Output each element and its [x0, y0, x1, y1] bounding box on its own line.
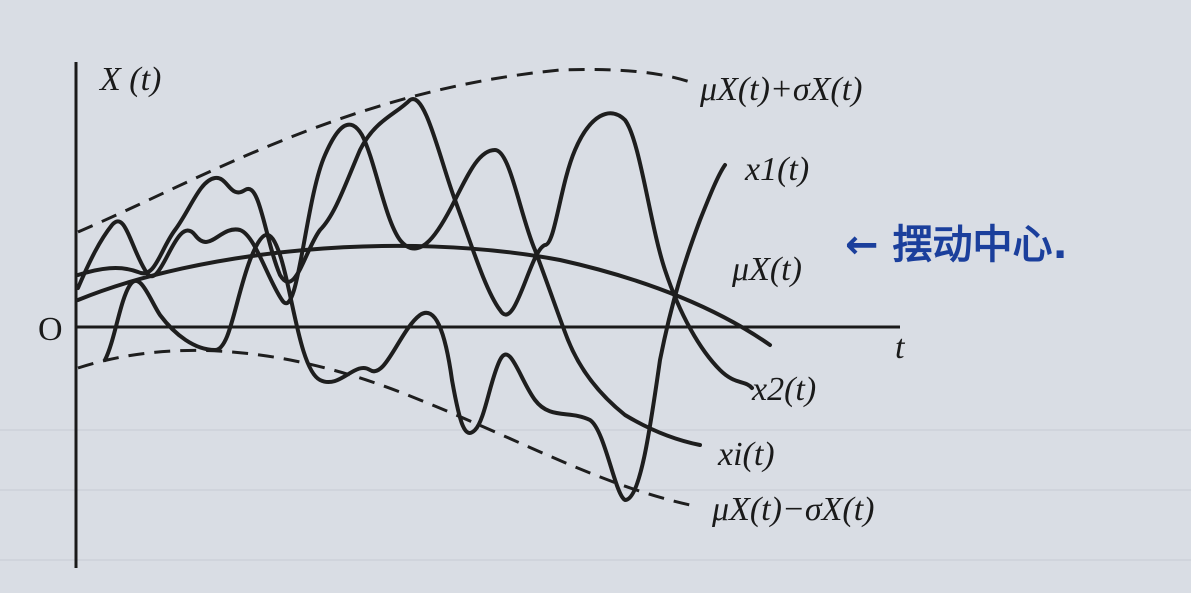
origin-label: O — [38, 311, 63, 348]
lower-bound-curve — [77, 348, 691, 507]
y-axis-label: X (t) — [98, 61, 161, 98]
xi-label: xi(t) — [717, 436, 775, 473]
x2-label: x2(t) — [751, 371, 816, 408]
upper-bound-curve — [77, 68, 691, 234]
sample-path-xi — [103, 163, 727, 502]
sample-path-x2 — [76, 97, 754, 390]
sample-path-x1 — [76, 122, 702, 447]
handwritten-note: ← 摆动中心. — [845, 222, 1068, 268]
mean-curve — [76, 243, 772, 347]
x-axis-label: t — [895, 329, 906, 366]
mean-label: μX(t) — [731, 251, 802, 288]
lower-bound-label: μX(t)−σX(t) — [711, 491, 875, 528]
upper-bound-label: μX(t)+σX(t) — [699, 71, 863, 108]
x1-label: x1(t) — [744, 151, 809, 188]
